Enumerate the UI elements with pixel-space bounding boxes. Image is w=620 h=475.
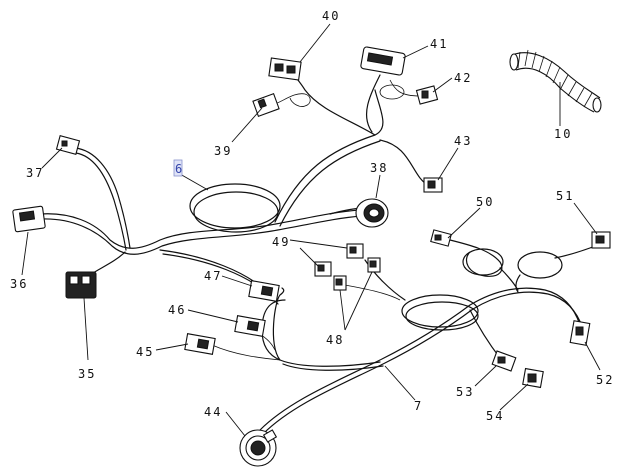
- callout-7: 7: [414, 399, 423, 413]
- connector-44: [239, 429, 278, 467]
- callout-10: 10: [554, 127, 572, 141]
- connector-41: [360, 46, 406, 76]
- callout-labels: 40 41 42 10 39 43 6 37 38 50 51 49 36 47…: [10, 9, 614, 423]
- callout-50: 50: [476, 195, 494, 209]
- callout-37: 37: [26, 166, 44, 180]
- connector-39: [252, 93, 280, 117]
- connector-51: [591, 231, 611, 249]
- callout-53: 53: [456, 385, 474, 399]
- callout-42: 42: [454, 71, 472, 85]
- leader-lines: [21, 23, 601, 437]
- connector-54: [522, 367, 544, 389]
- connector-42: [415, 85, 439, 105]
- callout-54: 54: [486, 409, 504, 423]
- callout-6: 6: [175, 162, 182, 176]
- callout-38: 38: [370, 161, 388, 175]
- connector-50: [430, 229, 452, 247]
- callout-51: 51: [556, 189, 574, 203]
- connector-45: [184, 333, 216, 355]
- callout-45: 45: [136, 345, 154, 359]
- connector-37: [55, 134, 81, 156]
- connector-38: [355, 198, 389, 228]
- callout-35: 35: [78, 367, 96, 381]
- callout-36: 36: [10, 277, 28, 291]
- callout-52: 52: [596, 373, 614, 387]
- connector-49: [314, 243, 364, 277]
- callout-47: 47: [204, 269, 222, 283]
- connector-46: [234, 315, 266, 337]
- connector-52: [569, 320, 591, 346]
- callout-41: 41: [430, 37, 448, 51]
- callout-43: 43: [454, 134, 472, 148]
- callout-48: 48: [326, 333, 344, 347]
- connector-35: [65, 271, 97, 299]
- callout-40: 40: [322, 9, 340, 23]
- callout-44: 44: [204, 405, 222, 419]
- corrugated-tube-10: [509, 49, 602, 113]
- callout-39: 39: [214, 144, 232, 158]
- connector-47: [248, 280, 280, 302]
- connector-53: [491, 350, 517, 372]
- connector-36: [12, 205, 46, 233]
- connector-48: [333, 257, 381, 291]
- callout-6-highlight: [173, 159, 183, 177]
- connector-40: [268, 57, 302, 81]
- callout-49: 49: [272, 235, 290, 249]
- callout-46: 46: [168, 303, 186, 317]
- connector-43: [423, 177, 443, 193]
